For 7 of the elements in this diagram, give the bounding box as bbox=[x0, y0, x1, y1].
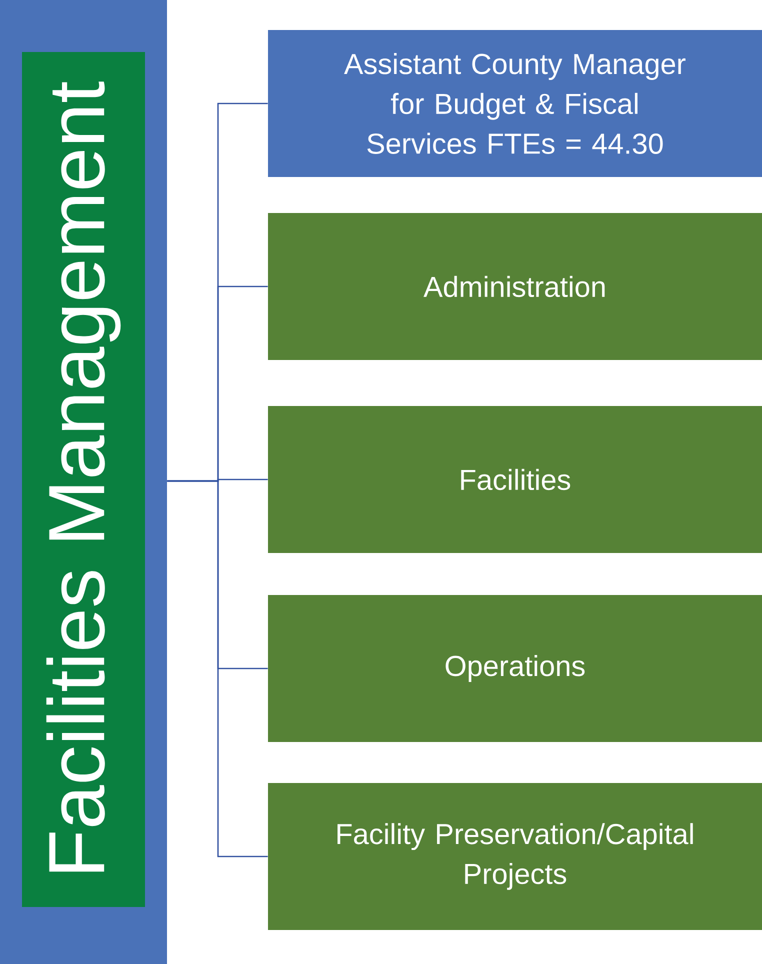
title-box: Facilities Management bbox=[22, 52, 145, 907]
org-box: Operations bbox=[268, 595, 762, 742]
org-box: Facilities bbox=[268, 406, 762, 553]
org-box: Facility Preservation/Capital Projects bbox=[268, 783, 762, 930]
org-box: Assistant County Manager for Budget & Fiscal Services FTEs = 44.30 bbox=[268, 30, 762, 177]
org-box: Administration bbox=[268, 213, 762, 360]
connector-line bbox=[167, 480, 268, 858]
